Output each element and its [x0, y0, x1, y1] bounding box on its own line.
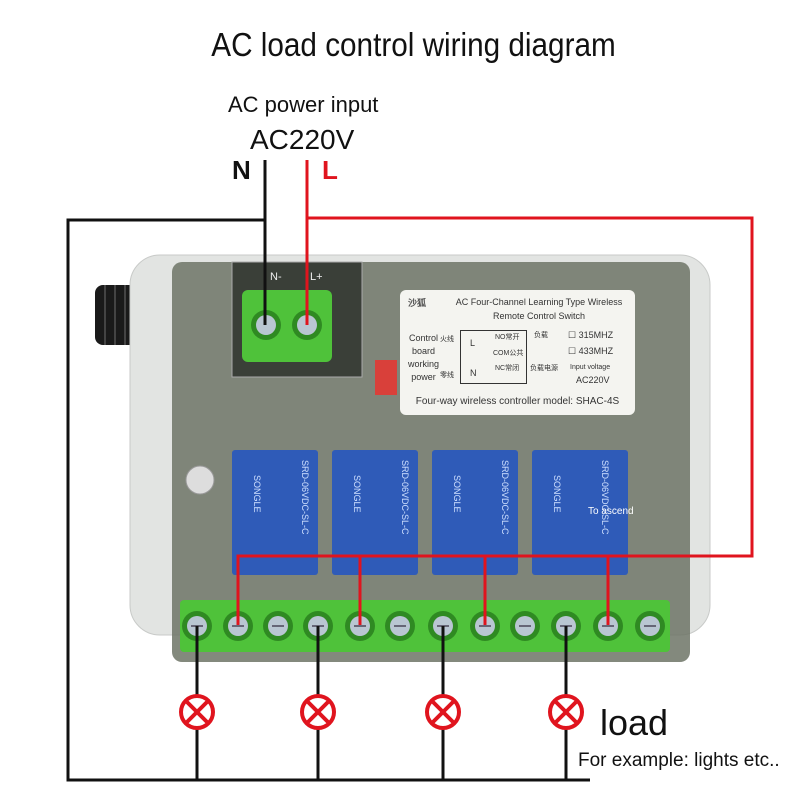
lamp-icon	[179, 694, 215, 730]
terminal-screw	[345, 611, 375, 641]
supply-cn: 负载电源	[530, 365, 558, 372]
power-input-label: AC power input	[228, 92, 379, 117]
lamp-icon	[425, 694, 461, 730]
relay-2: SRD-06VDC-SL-C SONGLE	[332, 450, 418, 575]
relay-1: SRD-06VDC-SL-C SONGLE	[232, 450, 318, 575]
power-terminal-block	[242, 290, 332, 362]
contact-com: COM公共	[493, 350, 524, 357]
product-label: 沙狐 AC Four-Channel Learning Type Wireles…	[400, 290, 635, 415]
label-left-3: power	[411, 372, 436, 382]
label-left-2: working	[408, 359, 440, 369]
label-left-0: Control	[409, 333, 439, 343]
load-label: load	[600, 702, 669, 743]
contact-no: NO常开	[495, 334, 520, 341]
load-cn: 负载	[534, 332, 548, 339]
relay-model: SRD-06VDC-SL-C	[300, 460, 310, 535]
lamp-icon	[300, 694, 336, 730]
terminal-screw	[470, 611, 500, 641]
lamp-icon	[548, 694, 584, 730]
relay-model: SRD-06VDC-SL-C	[500, 460, 510, 535]
terminal-pos-label: L+	[310, 271, 323, 283]
neutral-return-wire	[66, 218, 590, 782]
page-title: AC load control wiring diagram	[211, 26, 616, 63]
freq-433: ☐ 433MHZ	[568, 346, 614, 356]
terminal-screw	[385, 611, 415, 641]
relay-brand: SONGLE	[252, 475, 262, 513]
output-terminal-strip	[180, 600, 670, 652]
live-label: L	[322, 155, 338, 185]
relay-3: SRD-06VDC-SL-C SONGLE	[432, 450, 518, 575]
input-voltage-value: AC220V	[576, 375, 610, 385]
neutral-label: N	[232, 155, 251, 185]
relay-model: SRD-06VDC-SL-C	[600, 460, 610, 535]
terminal-screw	[223, 611, 253, 641]
load-example: For example: lights etc..	[578, 750, 780, 772]
contact-nc: NC常闭	[495, 365, 520, 372]
terminal-neg-label: N-	[270, 271, 282, 283]
relay-4: SRD-06VDC-SL-C SONGLE	[532, 450, 628, 575]
label-live-cn: 火线	[440, 336, 454, 343]
pin-l: L	[470, 338, 476, 348]
label-neutral-cn: 零线	[440, 372, 454, 379]
terminal-screw	[593, 611, 623, 641]
terminal-screw	[263, 611, 293, 641]
power-voltage: AC220V	[250, 124, 355, 155]
label-left-1: board	[411, 346, 436, 356]
relay-brand: SONGLE	[552, 475, 562, 513]
model-text: Four-way wireless controller model: SHAC…	[415, 396, 620, 407]
terminal-screw	[510, 611, 540, 641]
relay-brand: SONGLE	[452, 475, 462, 513]
pin-n: N	[470, 368, 477, 378]
relay-model: SRD-06VDC-SL-C	[400, 460, 410, 535]
note-text: To ascend	[588, 506, 634, 517]
terminal-screw	[635, 611, 665, 641]
relay-brand: SONGLE	[352, 475, 362, 513]
mount-hole	[185, 465, 215, 495]
brand-text: 沙狐	[408, 298, 427, 308]
indicator	[375, 360, 397, 395]
freq-315: ☐ 315MHZ	[568, 330, 614, 340]
label-heading: AC Four-Channel Learning Type Wireless R…	[455, 297, 623, 321]
live-bus-wire	[236, 216, 754, 625]
input-voltage-label: Input voltage	[570, 364, 611, 371]
